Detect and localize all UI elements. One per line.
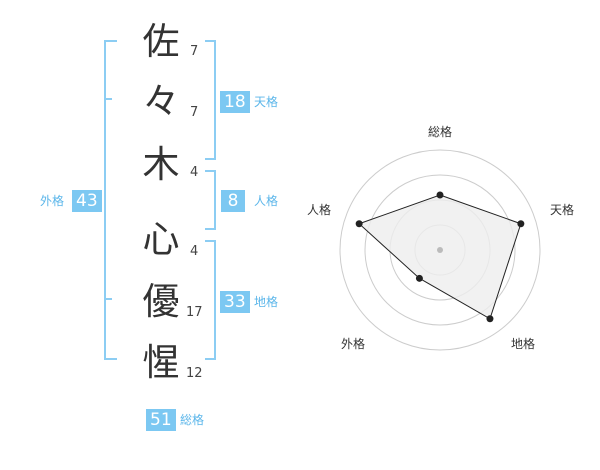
radar-point-5	[355, 220, 363, 228]
jinkaku-label: 人格	[254, 194, 279, 208]
gaikaku-bracket-bottom	[104, 358, 117, 360]
radar-point-4	[415, 274, 423, 282]
tenkaku-label: 天格	[254, 95, 279, 109]
stroke-count-2: 7	[190, 105, 199, 120]
soukaku-value-badge: 51	[146, 409, 176, 431]
radar-center-dot	[437, 247, 443, 253]
name-char-1: 佐	[142, 20, 180, 63]
chikaku-bracket-vertical	[214, 240, 216, 360]
chikaku-value-badge: 33	[220, 291, 250, 313]
radar-point-1	[436, 191, 444, 199]
chikaku-bracket-top	[205, 240, 216, 242]
tenkaku-bracket-vertical	[214, 40, 216, 160]
gaikaku-tick-1	[104, 98, 112, 100]
tenkaku-value-badge: 18	[220, 91, 250, 113]
tenkaku-bracket-top	[205, 40, 216, 42]
radar-label-chikaku: 地格	[511, 337, 536, 351]
jinkaku-bracket-bottom	[205, 228, 216, 230]
stroke-count-4: 4	[190, 244, 199, 259]
name-char-3: 木	[142, 143, 180, 186]
radar-label-jinkaku: 人格	[307, 203, 332, 217]
gaikaku-value-badge: 43	[72, 190, 102, 212]
chikaku-label: 地格	[254, 295, 279, 309]
chikaku-bracket-bottom	[205, 358, 216, 360]
stroke-count-1: 7	[190, 44, 199, 59]
radar-label-soukaku: 総格	[428, 125, 453, 139]
radar-polygon	[358, 194, 522, 320]
name-char-2: 々	[142, 80, 180, 123]
stroke-count-5: 17	[186, 305, 203, 320]
gaikaku-bracket-top	[104, 40, 117, 42]
radar-point-3	[486, 315, 494, 323]
tenkaku-bracket-bottom	[205, 158, 216, 160]
stroke-count-3: 4	[190, 165, 199, 180]
jinkaku-bracket-vertical	[214, 170, 216, 230]
stroke-count-6: 12	[186, 366, 203, 381]
radar-ring-3	[364, 174, 516, 326]
radar-point-2	[517, 220, 525, 228]
name-char-6: 惺	[142, 341, 180, 384]
radar-label-gaikaku: 外格	[341, 337, 366, 351]
gaikaku-label: 外格	[40, 194, 65, 208]
jinkaku-bracket-top	[205, 170, 216, 172]
radar-label-tenkaku: 天格	[550, 203, 575, 217]
jinkaku-value-badge: 8	[221, 190, 245, 212]
name-char-5: 優	[142, 280, 180, 323]
gaikaku-tick-2	[104, 298, 112, 300]
gaikaku-bracket-vertical	[104, 40, 106, 360]
name-char-4: 心	[142, 218, 180, 261]
soukaku-label: 総格	[180, 413, 205, 427]
radar-ring-4	[339, 149, 541, 351]
